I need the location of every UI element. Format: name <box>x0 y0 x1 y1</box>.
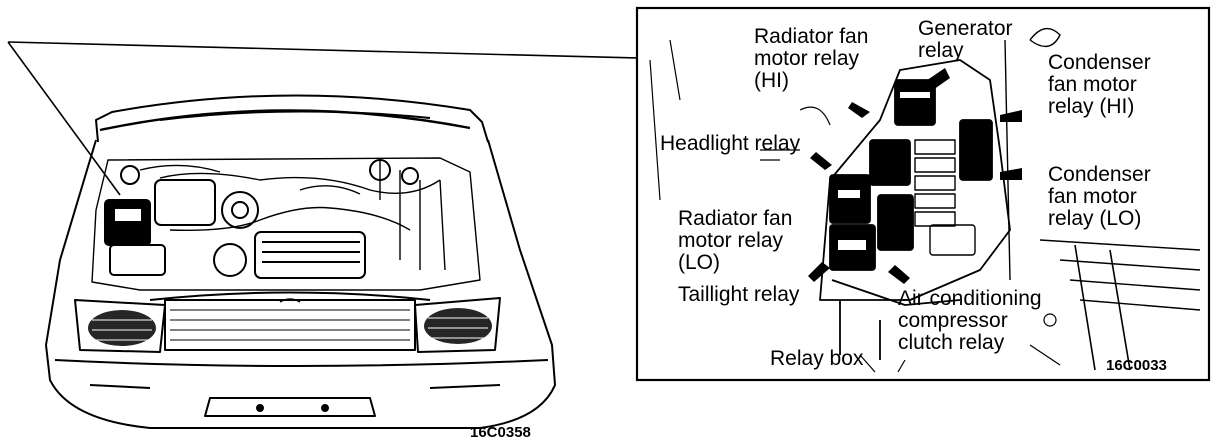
label-condenser-fan-motor-relay-lo: Condenser fan motor relay (LO) <box>1048 163 1151 230</box>
label-radiator-fan-motor-relay-hi: Radiator fan motor relay (HI) <box>754 25 869 92</box>
leader-lines <box>7 41 638 196</box>
label-relay-box: Relay box <box>770 347 864 370</box>
figure-code-right: 16C0033 <box>1106 357 1167 374</box>
label-radiator-fan-motor-relay-lo: Radiator fan motor relay (LO) <box>678 207 793 274</box>
label-generator-relay: Generator relay <box>918 17 1013 62</box>
label-air-conditioning-compressor-clutch-relay: Air conditioning compressor clutch relay <box>898 287 1042 354</box>
label-condenser-fan-motor-relay-hi: Condenser fan motor relay (HI) <box>1048 51 1151 118</box>
vehicle-front-illustration <box>45 94 556 429</box>
figure-code-left: 16C0358 <box>470 424 531 441</box>
label-headlight-relay: Headlight relay <box>660 132 801 155</box>
detail-box-frame <box>635 6 1211 382</box>
label-taillight-relay: Taillight relay <box>678 283 800 306</box>
relay-box-illustration <box>649 27 1201 373</box>
